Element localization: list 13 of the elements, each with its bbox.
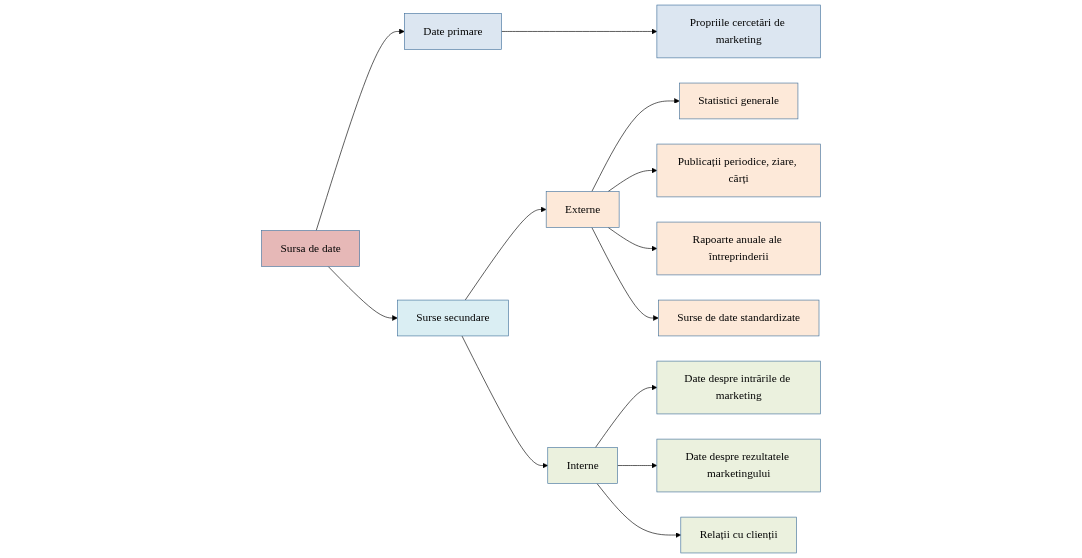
- node-box: Sursa de date: [261, 230, 360, 267]
- node-box: Surse secundare: [397, 299, 509, 337]
- node-box: Externe: [545, 191, 620, 228]
- node-box: Statistici generale: [679, 82, 799, 120]
- node-box: Propriile cercetări de marketing: [656, 4, 821, 59]
- node-box: Relații cu clienții: [680, 516, 797, 554]
- node-box: Date despre intrările de marketing: [656, 360, 821, 415]
- node-box: Rapoarte anuale ale întreprinderii: [656, 221, 821, 276]
- node-box: Surse de date standardizate: [658, 299, 820, 337]
- node-box: Interne: [547, 447, 618, 484]
- node-box: Date primare: [404, 13, 502, 50]
- node-box: Date despre rezultatele marketingului: [656, 438, 821, 493]
- node-box: Publicații periodice, ziare, cărți: [656, 143, 821, 198]
